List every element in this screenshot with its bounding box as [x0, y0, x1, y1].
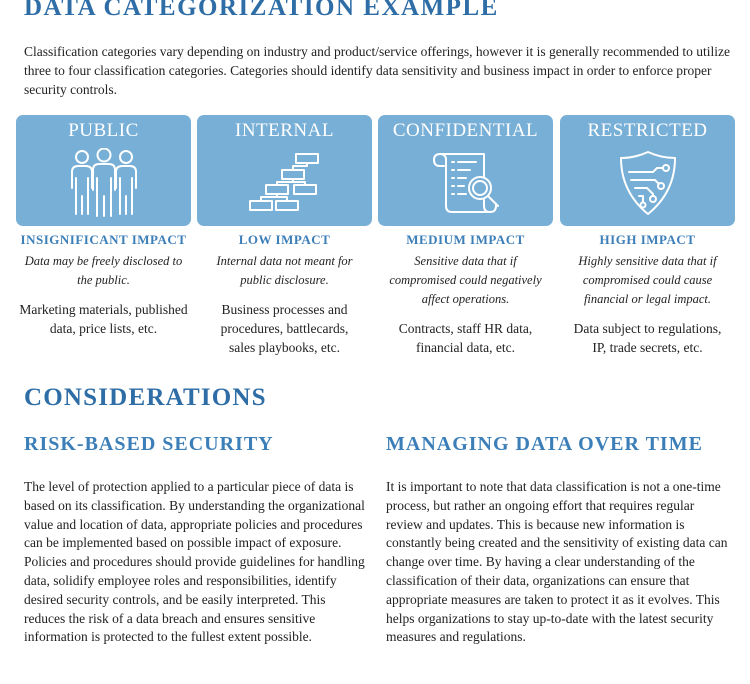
card-title: RESTRICTED — [587, 120, 708, 141]
category-examples: Marketing materials, published data, pri… — [19, 302, 188, 336]
managing-data-body: It is important to note that data classi… — [386, 479, 728, 645]
category-description: Highly sensitive data that if compromise… — [578, 254, 717, 306]
card-restricted: RESTRICTED — [560, 115, 735, 226]
category-examples: Data subject to regulations, IP, trade s… — [573, 321, 722, 355]
category-description: Internal data not meant for public discl… — [216, 254, 353, 287]
managing-data-heading: MANAGING DATA OVER TIME — [386, 433, 703, 455]
org-chart-icon — [248, 153, 319, 211]
card-internal: INTERNAL — [197, 115, 372, 226]
impact-label: LOW IMPACT — [238, 232, 331, 247]
people-icon — [70, 148, 137, 217]
card-confidential: CONFIDENTIAL — [378, 115, 553, 226]
impact-label: INSIGNIFICANT IMPACT — [20, 232, 187, 247]
impact-label: HIGH IMPACT — [599, 232, 696, 247]
card-title: INTERNAL — [235, 120, 334, 141]
considerations-heading: CONSIDERATIONS — [24, 384, 267, 411]
risk-based-security-heading: RISK-BASED SECURITY — [24, 433, 274, 455]
category-column-confidential: MEDIUM IMPACT Sensitive data that if com… — [378, 232, 553, 357]
category-examples: Business processes and procedures, battl… — [220, 302, 349, 355]
card-title: CONFIDENTIAL — [392, 120, 539, 141]
category-column-restricted: HIGH IMPACT Highly sensitive data that i… — [560, 232, 735, 357]
shield-circuit-icon — [619, 151, 676, 215]
page-title: DATA CATEGORIZATION EXAMPLE — [24, 0, 499, 21]
category-description: Sensitive data that if compromised could… — [389, 254, 542, 306]
card-title: PUBLIC — [68, 120, 139, 141]
category-examples: Contracts, staff HR data, financial data… — [398, 321, 533, 355]
category-description: Data may be freely disclosed to the publ… — [24, 254, 183, 287]
category-column-internal: LOW IMPACT Internal data not meant for p… — [197, 232, 372, 357]
impact-label: MEDIUM IMPACT — [406, 232, 525, 247]
risk-based-security-body: The level of protection applied to a par… — [24, 479, 365, 645]
category-column-public: INSIGNIFICANT IMPACT Data may be freely … — [16, 232, 191, 338]
document-magnifier-icon — [432, 153, 499, 213]
intro-paragraph: Classification categories vary depending… — [24, 44, 731, 97]
card-public: PUBLIC — [16, 115, 191, 226]
